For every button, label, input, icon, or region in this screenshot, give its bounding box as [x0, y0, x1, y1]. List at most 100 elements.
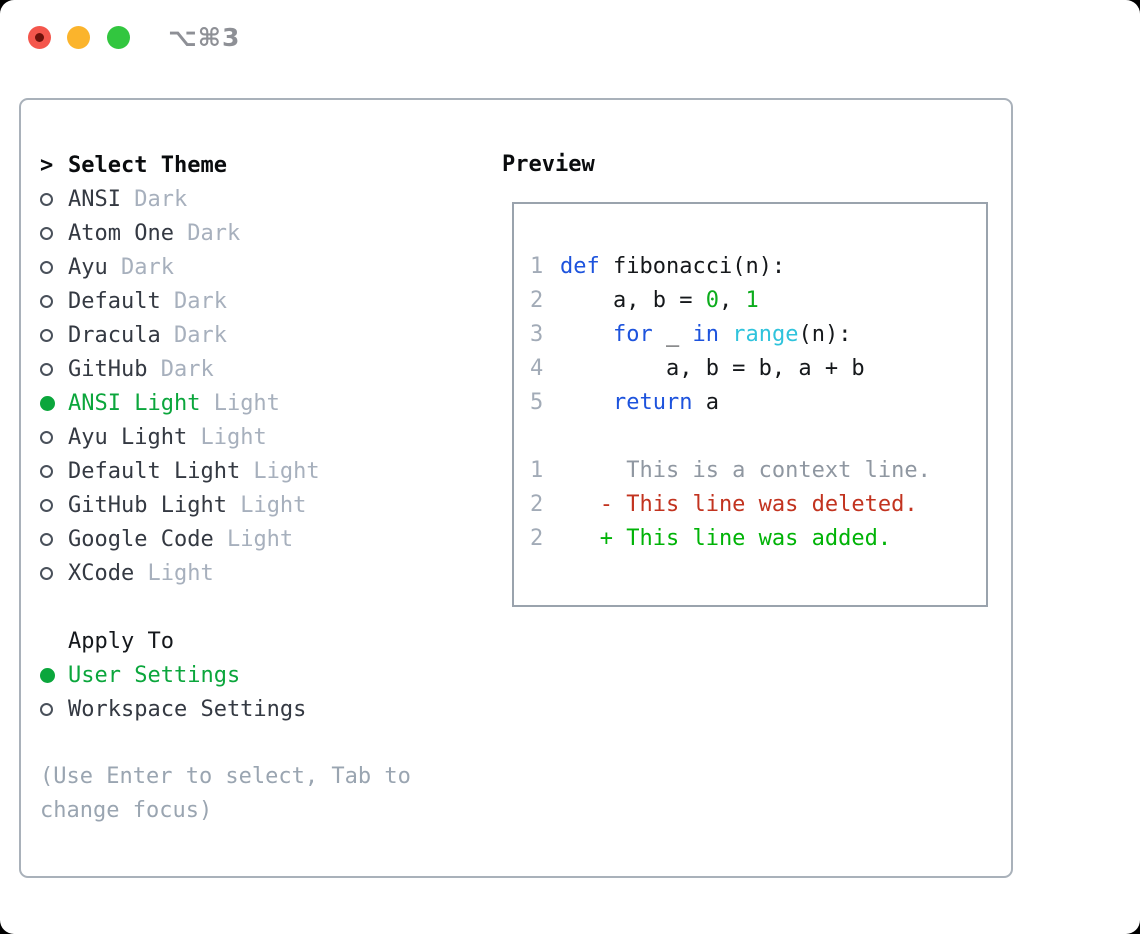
- option-label: Ayu Light: [68, 424, 188, 450]
- option-label: GitHub: [68, 356, 148, 382]
- code-text: a, b = 0, 1: [560, 288, 759, 313]
- code-text: This is a context line.: [560, 458, 931, 483]
- preview-line: [530, 420, 970, 454]
- theme-option-atom-one[interactable]: Atom One Dark: [40, 216, 480, 250]
- apply-to-header-row: Apply To: [40, 624, 480, 658]
- radio-unselected-icon: [40, 192, 53, 206]
- theme-variant-label: Dark: [160, 322, 227, 348]
- line-number: 2: [530, 492, 544, 517]
- radio-unselected-icon: [40, 532, 53, 546]
- zoom-button-icon[interactable]: [107, 26, 130, 49]
- option-label: Google Code: [68, 526, 214, 552]
- apply-to-header: Apply To: [68, 628, 174, 654]
- theme-option-xcode[interactable]: XCode Light: [40, 556, 480, 590]
- theme-option-default-light[interactable]: Default Light Light: [40, 454, 480, 488]
- theme-option-ansi-light[interactable]: ANSI Light Light: [40, 386, 480, 420]
- titlebar: ⌥⌘3: [0, 0, 1140, 76]
- minimize-button-icon[interactable]: [67, 26, 90, 49]
- radio-unselected-icon: [40, 498, 53, 512]
- radio-unselected-icon: [40, 260, 53, 274]
- line-number: 3: [530, 322, 544, 347]
- preview-line: 1 def fibonacci(n):: [530, 250, 970, 284]
- theme-option-github[interactable]: GitHub Dark: [40, 352, 480, 386]
- code-text: def fibonacci(n):: [560, 254, 786, 279]
- preview-title: Preview: [502, 152, 595, 177]
- select-theme-header: Select Theme: [68, 152, 227, 178]
- theme-variant-label: Dark: [120, 186, 188, 212]
- option-label: XCode: [68, 560, 135, 586]
- radio-unselected-icon: [40, 430, 53, 444]
- close-button-icon[interactable]: [28, 26, 51, 49]
- preview-line: 1 This is a context line.: [530, 454, 970, 488]
- option-label: Dracula: [68, 322, 161, 348]
- line-number: 5: [530, 390, 544, 415]
- option-label: User Settings: [68, 662, 241, 688]
- theme-variant-label: Light: [213, 526, 294, 552]
- theme-variant-label: Dark: [173, 220, 241, 246]
- preview-line: 2 a, b = 0, 1: [530, 284, 970, 318]
- code-text: + This line was added.: [560, 526, 892, 551]
- code-text: a, b = b, a + b: [560, 356, 865, 381]
- radio-unselected-icon: [40, 566, 53, 580]
- preview-line: 5 return a: [530, 386, 970, 420]
- theme-variant-label: Light: [226, 492, 307, 518]
- apply-option-user-settings[interactable]: User Settings: [40, 658, 480, 692]
- radio-selected-icon: [40, 395, 55, 411]
- code-text: for _ in range(n):: [612, 322, 852, 347]
- radio-unselected-icon: [40, 294, 53, 308]
- line-number: 1: [530, 254, 544, 279]
- theme-variant-label: Dark: [160, 288, 227, 314]
- theme-variant-label: Light: [187, 424, 267, 450]
- theme-variant-label: Light: [240, 458, 320, 484]
- option-label: Workspace Settings: [68, 696, 307, 722]
- line-number: 4: [530, 356, 544, 381]
- radio-unselected-icon: [40, 226, 53, 240]
- theme-option-ayu[interactable]: Ayu Dark: [40, 250, 480, 284]
- apply-option-workspace-settings[interactable]: Workspace Settings: [40, 692, 480, 726]
- theme-option-ayu-light[interactable]: Ayu Light Light: [40, 420, 480, 454]
- unsaved-indicator-dot: [35, 33, 44, 42]
- line-number: 1: [530, 458, 544, 483]
- option-label: ANSI: [68, 186, 121, 212]
- option-label: GitHub Light: [68, 492, 227, 518]
- option-label: ANSI Light: [68, 390, 201, 416]
- theme-variant-label: Dark: [107, 254, 174, 280]
- radio-unselected-icon: [40, 702, 53, 716]
- preview-line: 4 a, b = b, a + b: [530, 352, 970, 386]
- option-label: Atom One: [68, 220, 174, 246]
- radio-unselected-icon: [40, 464, 53, 478]
- line-number: 2: [530, 526, 544, 551]
- select-theme-header-row: > Select Theme: [40, 148, 480, 182]
- line-number: 2: [530, 288, 544, 313]
- theme-variant-label: Dark: [147, 356, 214, 382]
- option-label: Default: [68, 288, 161, 314]
- option-label: Ayu: [68, 254, 108, 280]
- line-number: [530, 420, 560, 454]
- preview-line: 2 - This line was deleted.: [530, 488, 970, 522]
- theme-option-dracula[interactable]: Dracula Dark: [40, 318, 480, 352]
- keyboard-shortcut-label: ⌥⌘3: [168, 23, 241, 52]
- theme-option-google-code[interactable]: Google Code Light: [40, 522, 480, 556]
- theme-variant-label: Light: [200, 390, 280, 416]
- theme-option-github-light[interactable]: GitHub Light Light: [40, 488, 480, 522]
- prompt-caret-icon: >: [40, 152, 54, 178]
- preview-line: 3 for _ in range(n):: [530, 318, 970, 352]
- radio-selected-icon: [40, 667, 55, 683]
- theme-option-default[interactable]: Default Dark: [40, 284, 480, 318]
- option-label: Default Light: [68, 458, 241, 484]
- theme-option-ansi[interactable]: ANSI Dark: [40, 182, 480, 216]
- theme-variant-label: Light: [134, 560, 214, 586]
- radio-unselected-icon: [40, 362, 53, 376]
- code-text: - This line was deleted.: [560, 492, 918, 517]
- code-text: return a: [612, 390, 719, 415]
- hint-text: (Use Enter to select, Tab to change focu…: [40, 764, 411, 823]
- radio-unselected-icon: [40, 328, 53, 342]
